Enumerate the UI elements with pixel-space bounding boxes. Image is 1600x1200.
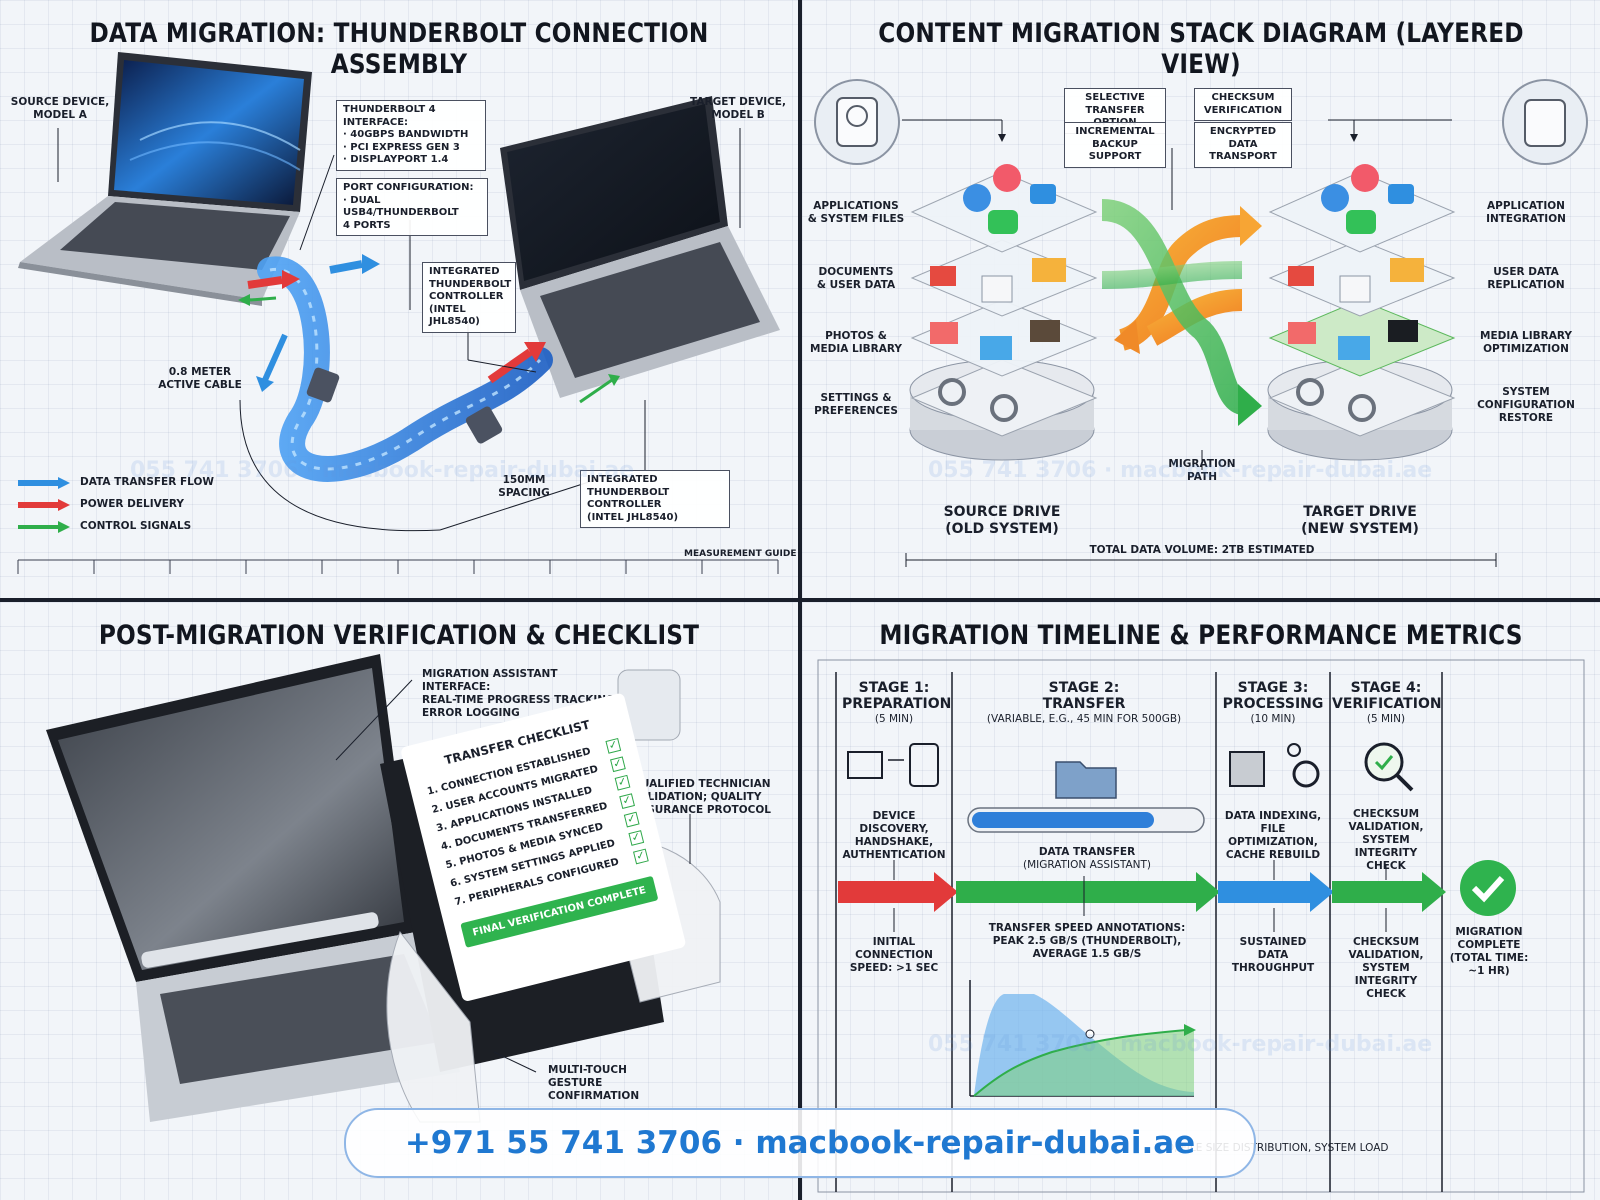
source-layer-stack [909, 164, 1098, 461]
source-laptop-icon [18, 52, 312, 306]
transfer-speed-chart [969, 980, 1196, 1097]
folder-icon [1055, 761, 1117, 799]
check-icon: ✓ [614, 774, 631, 791]
timeline-diagram [817, 659, 1585, 1193]
stage-1-header: STAGE 1:PREPARATION(5 MIN) [842, 680, 952, 725]
stage4-arrow [1422, 872, 1446, 912]
target-drive-label: TARGET DRIVE(NEW SYSTEM) [1301, 504, 1419, 537]
panel-title: POST-MIGRATION VERIFICATION & CHECKLIST [98, 620, 700, 651]
complete-check-icon [1460, 860, 1516, 916]
check-icon: ✓ [628, 830, 645, 846]
stage-2-note: TRANSFER SPEED ANNOTATIONS:PEAK 2.5 GB/S… [988, 922, 1186, 960]
legend-item-data: DATA TRANSFER FLOW [18, 476, 214, 489]
check-icon: ✓ [633, 848, 649, 865]
total-volume-label: TOTAL DATA VOLUME: 2TB ESTIMATED [1089, 544, 1315, 556]
label-applications: APPLICATIONS& SYSTEM FILES [807, 200, 905, 225]
measurement-guide-label: MEASUREMENT GUIDE [684, 549, 797, 559]
target-layer-stack [1267, 164, 1456, 461]
label-photos: PHOTOS &MEDIA LIBRARY [810, 330, 902, 355]
stage-2-header: STAGE 2:TRANSFER(VARIABLE, e.g., 45 MIN … [986, 680, 1182, 725]
source-device-label: SOURCE DEVICE,MODEL A [10, 96, 110, 121]
interface-spec-box: THUNDERBOLT 4 INTERFACE:· 40Gbps BANDWID… [336, 100, 486, 171]
stage-3-description: DATA INDEXING,FILE OPTIMIZATION,CACHE RE… [1224, 810, 1322, 861]
watermark-text: 055 741 3706 · macbook-repair-dubai.ae [928, 458, 1433, 483]
panel-thunderbolt-assembly: DATA MIGRATION: THUNDERBOLT CONNECTION A… [0, 0, 798, 598]
thunderbolt-illustration [17, 52, 780, 574]
stage3-arrow [1310, 872, 1334, 912]
transfer-progress-fill [972, 812, 1154, 828]
laptop-icon [46, 654, 460, 1122]
source-drive-label: SOURCE DRIVE(OLD SYSTEM) [943, 504, 1061, 537]
stage-1-description: DEVICE DISCOVERY,HANDSHAKE,AUTHENTICATIO… [842, 810, 946, 861]
green-arrow-icon [18, 520, 70, 533]
legend-item-power: POWER DELIVERY [18, 498, 184, 511]
panel-title: MIGRATION TIMELINE & PERFORMANCE METRICS [879, 620, 1523, 651]
panel-timeline-metrics: MIGRATION TIMELINE & PERFORMANCE METRICS [802, 602, 1600, 1200]
ruler-ticks [17, 560, 779, 574]
source-drive-icon [814, 79, 900, 165]
target-laptop-icon [500, 96, 780, 398]
panel-title: DATA MIGRATION: THUNDERBOLT CONNECTION A… [89, 18, 709, 80]
watermark-text: 055 741 3706 · macbook-repair-dubai.ae [928, 1032, 1433, 1057]
magnifier-check-icon [1364, 742, 1414, 792]
panel-title: CONTENT MIGRATION STACK DIAGRAM (LAYERED… [878, 18, 1524, 80]
blue-arrow-icon [18, 476, 70, 489]
stack-diagram [814, 79, 1588, 567]
contact-banner[interactable]: +971 55 741 3706 · macbook-repair-dubai.… [344, 1108, 1256, 1178]
stage2-arrow [1196, 872, 1220, 912]
assistant-interface-label: MIGRATION ASSISTANT INTERFACE:REAL-TIME … [422, 668, 619, 719]
stage-4-header: STAGE 4:VERIFICATION(5 MIN) [1332, 680, 1442, 725]
stage1-arrow [934, 872, 958, 912]
check-icon: ✓ [610, 756, 626, 773]
green-migration-arrow [1101, 199, 1247, 415]
stage-2-description: DATA TRANSFER(MIGRATION ASSISTANT) [1022, 846, 1151, 871]
label-settings: SETTINGS &PREFERENCES [814, 392, 898, 417]
target-drive-icon [1502, 79, 1588, 165]
red-arrow-icon [18, 498, 70, 511]
check-icon: ✓ [605, 737, 622, 754]
label-documents: DOCUMENTS& USER DATA [816, 266, 896, 291]
target-device-label: TARGET DEVICE,MODEL B [690, 96, 786, 121]
check-icon: ✓ [623, 811, 640, 828]
stage-3-header: STAGE 3:PROCESSING(10 MIN) [1222, 680, 1324, 725]
chip-gear-icon [1229, 743, 1320, 788]
watermark-text: 055 741 3706 · macbook-repair-dubai.ae [130, 458, 635, 483]
panel-migration-stack: CONTENT MIGRATION STACK DIAGRAM (LAYERED… [802, 0, 1600, 598]
device-discovery-icon [847, 743, 939, 787]
orange-migration-arrow [1118, 215, 1243, 351]
quadrant-divider-horizontal [0, 598, 1600, 602]
port-config-box: PORT CONFIGURATION:· DUAL USB4/THUNDERBO… [336, 178, 488, 236]
check-icon: ✓ [619, 793, 635, 810]
legend-item-control: CONTROL SIGNALS [18, 520, 191, 533]
